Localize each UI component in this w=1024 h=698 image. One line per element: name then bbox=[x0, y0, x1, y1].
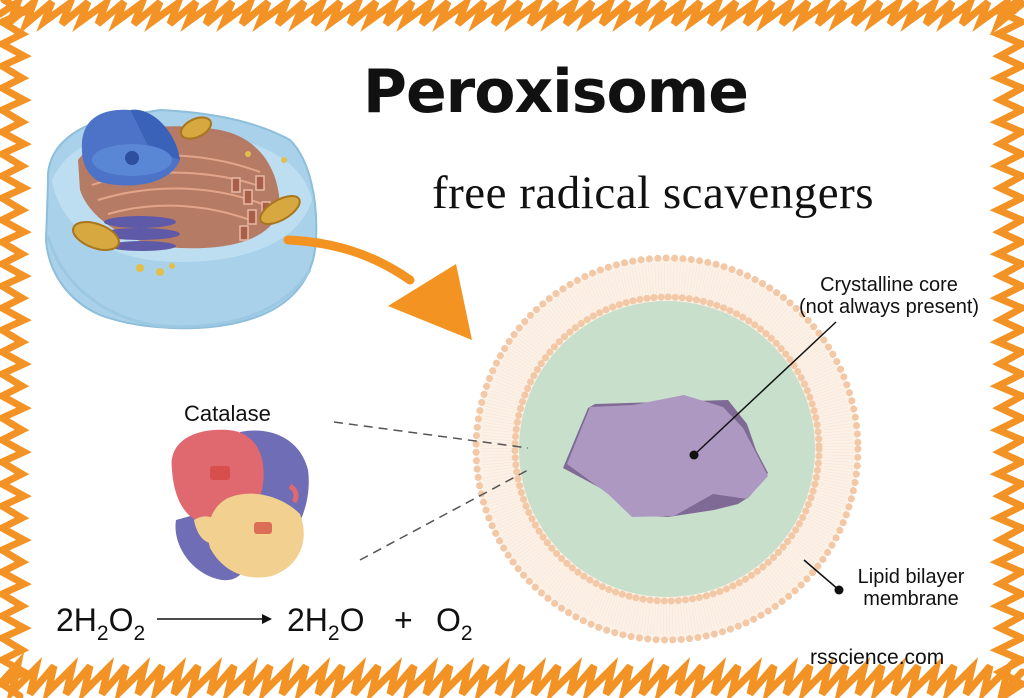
catalase-label: Catalase bbox=[184, 401, 271, 426]
subscript: 2 bbox=[460, 622, 473, 645]
equation-product-water: 2H2O bbox=[287, 604, 364, 644]
page-title: Peroxisome bbox=[363, 57, 749, 127]
element: O bbox=[436, 602, 461, 638]
coef: 2 bbox=[287, 602, 305, 638]
subscript: 2 bbox=[96, 622, 109, 645]
element: H bbox=[304, 602, 328, 638]
equation-reactant: 2H2O2 bbox=[56, 604, 145, 644]
subscript: 2 bbox=[133, 622, 146, 645]
crystalline-core-label-line1: Crystalline core bbox=[820, 274, 958, 296]
equation-plus: + bbox=[394, 602, 413, 638]
crystalline-core bbox=[567, 395, 768, 517]
element: O bbox=[108, 602, 134, 638]
element: H bbox=[73, 602, 97, 638]
crystalline-core-label-line2: (not always present) bbox=[798, 296, 980, 318]
crystalline-core-label: Crystalline core (not always present) bbox=[776, 274, 1002, 318]
coef: 2 bbox=[56, 602, 74, 638]
lipid-bilayer-label-line2: membrane bbox=[863, 588, 959, 610]
subscript: 2 bbox=[327, 622, 340, 645]
watermark: rsscience.com bbox=[810, 646, 945, 669]
lipid-bilayer-label-line1: Lipid bilayer bbox=[857, 566, 965, 588]
lipid-bilayer-label: Lipid bilayer membrane bbox=[846, 566, 976, 610]
equation-product-oxygen: O2 bbox=[436, 604, 473, 644]
element: O bbox=[339, 602, 365, 638]
page-subtitle: free radical scavengers bbox=[432, 167, 875, 219]
